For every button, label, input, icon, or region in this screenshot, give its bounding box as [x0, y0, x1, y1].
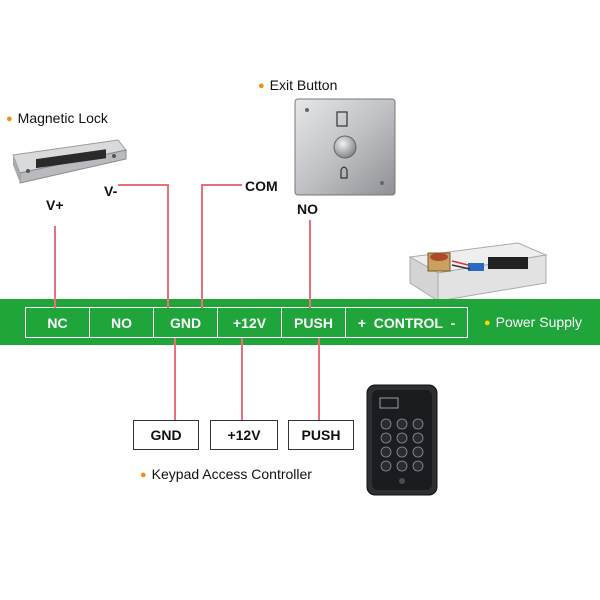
- wire-v-plus-nc: [54, 226, 56, 308]
- terminal-control: + CONTROL -: [346, 307, 468, 338]
- terminal-no: NO: [90, 307, 154, 338]
- wire-v-minus-gnd: [167, 184, 169, 308]
- keypad-image: [366, 384, 438, 496]
- terminal-nc: NC: [25, 307, 90, 338]
- wire-v-minus-h: [118, 184, 168, 186]
- lock-v-plus-label: V+: [46, 197, 64, 213]
- keypad-label: ●Keypad Access Controller: [140, 466, 312, 482]
- magnetic-lock-image: [12, 139, 127, 184]
- wire-keypad-push: [318, 338, 320, 420]
- lock-v-minus-label: V-: [104, 183, 118, 199]
- wire-keypad-12v: [241, 338, 243, 420]
- terminal-strip: NC NO GND +12V PUSH + CONTROL -: [25, 307, 468, 338]
- terminal-gnd: GND: [154, 307, 218, 338]
- button-no-label: NO: [297, 201, 318, 217]
- magnetic-lock-label: ●Magnetic Lock: [6, 110, 108, 126]
- terminal-push: PUSH: [282, 307, 346, 338]
- exit-button-image: [294, 98, 396, 196]
- power-supply-image: [408, 242, 548, 302]
- wire-com-h: [201, 184, 242, 186]
- button-com-label: COM: [245, 178, 278, 194]
- keypad-terminal-push: PUSH: [288, 420, 354, 450]
- terminal-12v: +12V: [218, 307, 282, 338]
- power-supply-label: ●Power Supply: [484, 314, 583, 330]
- keypad-terminal-12v: +12V: [210, 420, 278, 450]
- wire-no-push: [309, 220, 311, 308]
- keypad-terminal-gnd: GND: [133, 420, 199, 450]
- exit-button-label: ●Exit Button: [258, 77, 338, 93]
- wire-keypad-gnd: [174, 338, 176, 420]
- wire-com-gnd: [201, 184, 203, 308]
